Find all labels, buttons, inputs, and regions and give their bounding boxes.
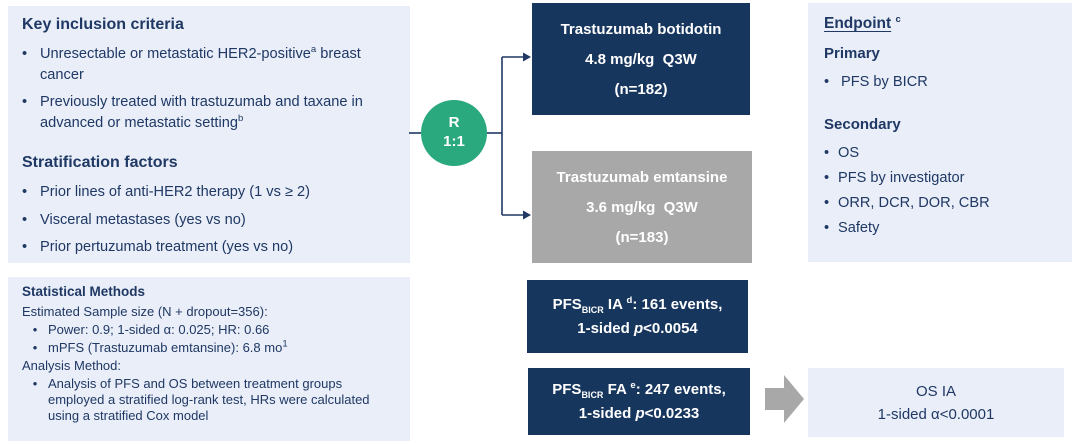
inclusion-title: Key inclusion criteria	[22, 16, 184, 33]
list-item: • mPFS (Trastuzumab emtansine): 6.8 mo1	[22, 338, 400, 356]
arm1-n: (n=182)	[614, 80, 668, 98]
secondary-endpoint-4: Safety	[838, 219, 880, 236]
inclusion-bullet-2: Previously treated with trastuzumab and …	[40, 94, 363, 132]
block-arrow-right-icon	[765, 375, 804, 423]
bullet-icon: •	[32, 376, 38, 392]
bullet-icon: •	[22, 46, 28, 62]
arm1-dose: 4.8 mg/kg Q3W	[585, 50, 697, 68]
os-interim-analysis-box: OS IA 1-sided α<0.0001	[808, 368, 1064, 437]
stat-bullet-power: Power: 0.9; 1-sided α: 0.025; HR: 0.66	[48, 321, 270, 337]
list-item: • Prior pertuzumab treatment (yes vs no)	[22, 237, 398, 258]
footnote-marker-e: e	[630, 380, 636, 391]
key-inclusion-criteria-panel: Key inclusion criteria • Unresectable or…	[8, 6, 410, 263]
list-item: • Safety	[824, 218, 1062, 240]
inclusion-bullet-1: Unresectable or metastatic HER2-positive…	[40, 44, 361, 83]
list-item: • Previously treated with trastuzumab an…	[22, 92, 398, 133]
bicr-subscript: BICR	[581, 390, 604, 400]
bullet-icon: •	[22, 211, 28, 228]
bicr-subscript: BICR	[581, 305, 604, 315]
arm1-trastuzumab-botidotin-box: Trastuzumab botidotin 4.8 mg/kg Q3W (n=1…	[532, 3, 750, 115]
reference-marker-1: 1	[282, 338, 288, 350]
analysis-method-line: Analysis Method:	[22, 358, 121, 374]
primary-label: Primary	[824, 45, 880, 62]
endpoint-title: Endpoint c	[824, 13, 901, 32]
list-item: • OS	[824, 143, 1062, 165]
bullet-icon: •	[22, 183, 28, 200]
bullet-icon: •	[22, 94, 28, 111]
sample-size-line: Estimated Sample size (N + dropout=356):	[22, 303, 268, 319]
strat-bullet-2: Visceral metastases (yes vs no)	[40, 211, 246, 228]
bullet-icon: •	[824, 219, 830, 236]
statistical-methods-panel: Statistical Methods Estimated Sample siz…	[8, 277, 410, 441]
list-item: • Prior lines of anti-HER2 therapy (1 vs…	[22, 182, 398, 203]
stat-methods-title: Statistical Methods	[22, 284, 146, 299]
randomization-circle: R 1:1	[421, 100, 487, 166]
strat-bullet-3: Prior pertuzumab treatment (yes vs no)	[40, 239, 294, 256]
randomization-ratio: 1:1	[443, 133, 465, 150]
secondary-endpoint-2: PFS by investigator	[838, 169, 965, 186]
pfs-ia-line2: 1-sided p<0.0054	[577, 320, 698, 337]
secondary-label: Secondary	[824, 115, 901, 133]
list-item: • Analysis of PFS and OS between treatme…	[22, 376, 400, 424]
bullet-icon: •	[32, 321, 38, 337]
primary-endpoint-1: PFS by BICR	[841, 74, 928, 90]
bullet-icon: •	[824, 194, 830, 211]
pfs-final-analysis-box: PFSBICR FA e: 247 events, 1-sided p<0.02…	[528, 368, 750, 435]
pfs-ia-line1: PFSBICR IA d: 161 events,	[552, 295, 723, 315]
stat-bullet-mpfs: mPFS (Trastuzumab emtansine): 6.8 mo1	[48, 338, 288, 355]
bullet-icon: •	[824, 74, 830, 90]
pfs-interim-analysis-box: PFSBICR IA d: 161 events, 1-sided p<0.00…	[527, 280, 748, 353]
list-item: • Power: 0.9; 1-sided α: 0.025; HR: 0.66	[22, 322, 400, 338]
arrowhead-top	[523, 52, 531, 62]
randomization-letter: R	[448, 114, 460, 132]
bullet-icon: •	[824, 144, 830, 161]
bullet-icon: •	[32, 339, 38, 355]
arm1-name: Trastuzumab botidotin	[560, 20, 722, 38]
list-item: • Unresectable or metastatic HER2-positi…	[22, 44, 398, 85]
list-item: • PFS by BICR	[824, 72, 1062, 94]
stat-bullet-analysis: Analysis of PFS and OS between treatment…	[48, 376, 370, 424]
footnote-marker-b: b	[237, 113, 244, 125]
pfs-fa-line2: 1-sided p<0.0233	[578, 405, 700, 422]
arm2-dose: 3.6 mg/kg Q3W	[586, 198, 698, 216]
secondary-endpoint-1: OS	[838, 144, 860, 161]
arm2-name: Trastuzumab emtansine	[556, 168, 728, 186]
arm2-trastuzumab-emtansine-box: Trastuzumab emtansine 3.6 mg/kg Q3W (n=1…	[532, 151, 752, 263]
os-ia-line2: 1-sided α<0.0001	[877, 405, 995, 423]
footnote-marker-c: c	[895, 13, 901, 25]
bullet-icon: •	[824, 169, 830, 186]
list-item: • PFS by investigator	[824, 168, 1062, 190]
pfs-fa-line1: PFSBICR FA e: 247 events,	[552, 380, 726, 400]
stratification-title: Stratification factors	[22, 153, 178, 171]
os-ia-line1: OS IA	[915, 382, 956, 400]
arrowhead-bottom	[523, 210, 531, 220]
bullet-icon: •	[22, 239, 28, 256]
endpoints-panel: Endpoint c Primary • PFS by BICR Seconda…	[808, 3, 1072, 262]
footnote-marker-d: d	[626, 295, 633, 306]
arm2-n: (n=183)	[615, 228, 669, 246]
list-item: • ORR, DCR, DOR, CBR	[824, 193, 1062, 215]
footnote-marker-a: a	[310, 44, 317, 56]
list-item: • Visceral metastases (yes vs no)	[22, 210, 398, 231]
secondary-endpoint-3: ORR, DCR, DOR, CBR	[838, 194, 990, 211]
strat-bullet-1: Prior lines of anti-HER2 therapy (1 vs ≥…	[40, 183, 310, 200]
